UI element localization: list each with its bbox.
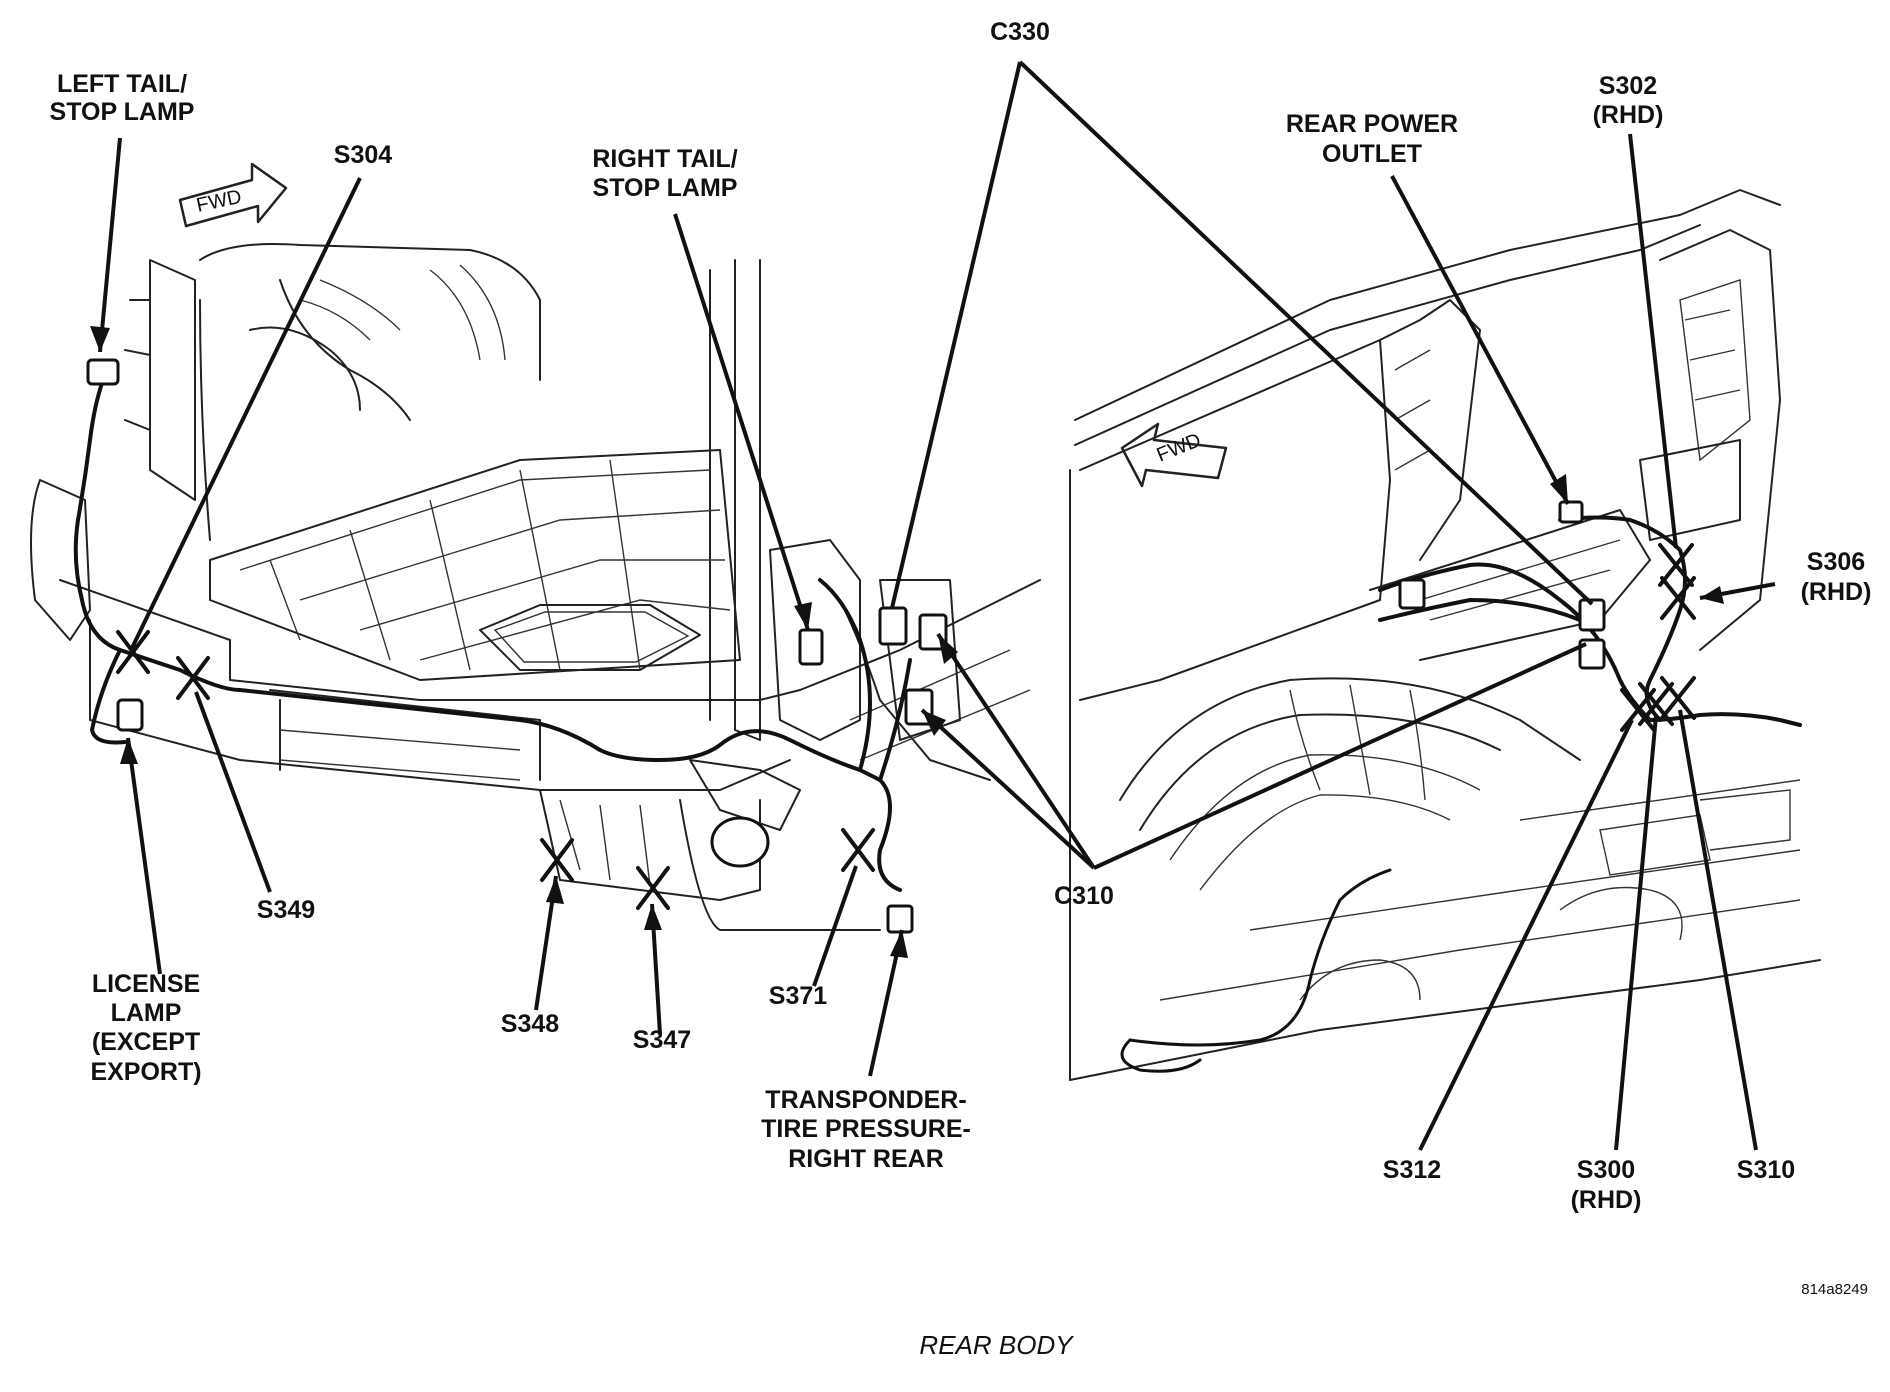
label-right-tail-stop-lamp-line2: STOP LAMP (593, 174, 738, 202)
s300-splice-mark (1638, 682, 1674, 726)
label-s312: S312 (1383, 1156, 1441, 1184)
c330-connector-right (1578, 598, 1606, 632)
leader-lines (98, 60, 1776, 1151)
label-transponder-line1: TRANSPONDER- (765, 1086, 966, 1114)
figure-id: 814a8249 (1801, 1281, 1868, 1298)
license-lamp-connector (116, 698, 144, 732)
label-license-lamp-line1: LICENSE (92, 970, 200, 998)
s371-splice-mark (841, 828, 875, 872)
s347-splice-mark (636, 866, 670, 910)
right-tail-lamp-connector (798, 628, 824, 666)
right-connectors (1398, 500, 1606, 670)
label-s306-line1: S306 (1807, 548, 1865, 576)
label-s306-line2: (RHD) (1801, 578, 1872, 606)
tire-pressure-transponder-connector (886, 904, 914, 934)
label-s304: S304 (334, 141, 392, 169)
label-left-tail-stop-lamp-line2: STOP LAMP (50, 98, 195, 126)
s348-splice-mark (540, 838, 574, 882)
label-s300-line2: (RHD) (1571, 1186, 1642, 1214)
left-tail-lamp-connector (86, 358, 120, 386)
label-s348: S348 (501, 1010, 559, 1038)
label-transponder-line3: RIGHT REAR (788, 1145, 944, 1173)
label-left-tail-stop-lamp-line1: LEFT TAIL/ (57, 70, 187, 98)
label-c310: C310 (1054, 882, 1114, 910)
label-s349: S349 (257, 896, 315, 924)
right-harness-wiring (1378, 515, 1802, 727)
s306-splice-mark (1660, 576, 1696, 620)
label-s302-line1: S302 (1599, 72, 1657, 100)
left-splice-marks (116, 630, 875, 910)
label-rear-power-outlet-line1: REAR POWER (1286, 110, 1458, 138)
label-license-lamp-line2: LAMP (111, 999, 182, 1027)
label-transponder-line2: TIRE PRESSURE- (761, 1115, 971, 1143)
s302-splice-mark (1658, 543, 1694, 587)
right-cargo-side-illustration (1069, 189, 1821, 1081)
label-rear-power-outlet-line2: OUTLET (1322, 140, 1422, 168)
leader-arrowheads (90, 326, 1724, 958)
left-harness-wiring (73, 373, 912, 892)
left-connectors (86, 358, 948, 934)
label-s371: S371 (769, 982, 827, 1010)
diagram-labels: LEFT TAIL/ STOP LAMP S304 RIGHT TAIL/ ST… (50, 18, 1872, 1214)
label-right-tail-stop-lamp-line1: RIGHT TAIL/ (592, 145, 737, 173)
label-license-lamp-line4: EXPORT) (90, 1058, 201, 1086)
label-s302-line2: (RHD) (1593, 101, 1664, 129)
label-c330: C330 (990, 18, 1050, 46)
s349-splice-mark (176, 656, 210, 700)
rear-power-outlet-connector (1558, 500, 1584, 524)
label-s347: S347 (633, 1026, 691, 1054)
fwd-arrow-left: FWD (178, 162, 288, 228)
tow-hitch-grommet (710, 816, 770, 868)
label-s310: S310 (1737, 1156, 1795, 1184)
fwd-arrow-right: FWD (1120, 422, 1228, 488)
side-trim-connector (1398, 578, 1426, 610)
s310-splice-mark (1660, 676, 1696, 720)
label-s300-line1: S300 (1577, 1156, 1635, 1184)
s304-splice-mark (116, 630, 150, 674)
label-license-lamp-line3: (EXCEPT (92, 1028, 200, 1056)
c330-connector-left (878, 606, 908, 646)
c310-connector-right (1578, 638, 1606, 670)
right-splice-marks (1620, 543, 1696, 732)
figure-caption: REAR BODY (919, 1330, 1074, 1360)
